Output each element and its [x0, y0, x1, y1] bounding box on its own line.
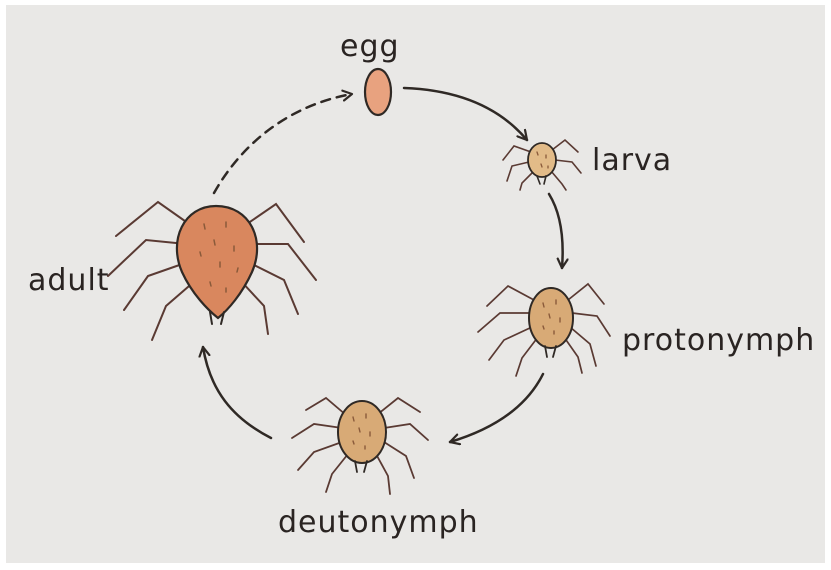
protonymph-label: protonymph — [622, 323, 815, 358]
adult-label: adult — [28, 263, 110, 298]
deutonymph-label: deutonymph — [278, 505, 479, 540]
larva-label: larva — [592, 143, 672, 178]
egg-illustration — [365, 69, 391, 115]
egg-label: egg — [340, 29, 400, 64]
